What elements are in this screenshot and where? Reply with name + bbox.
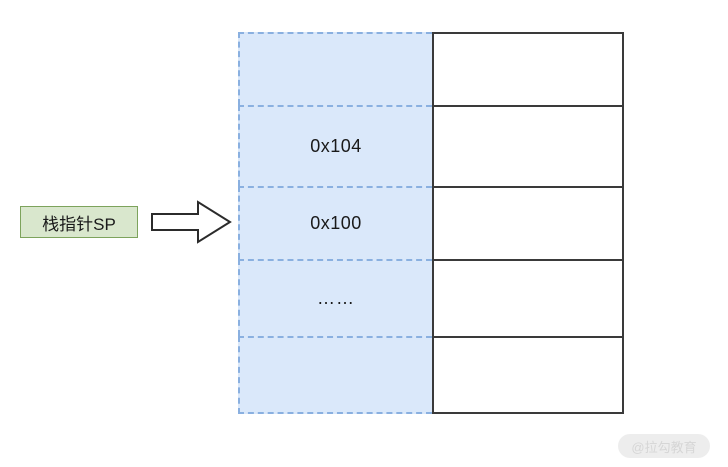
table-row: 0x100 <box>238 186 624 259</box>
address-cell: 0x104 <box>238 105 432 186</box>
value-cell <box>432 32 624 105</box>
address-cell: …… <box>238 259 432 336</box>
address-cell <box>238 32 432 105</box>
value-cell <box>432 259 624 336</box>
value-cell <box>432 186 624 259</box>
stack-pointer-label: 栈指针SP <box>20 206 138 238</box>
watermark: @拉勾教育 <box>618 434 710 458</box>
value-cell <box>432 105 624 186</box>
right-block-arrow-icon <box>150 198 232 246</box>
address-cell: 0x100 <box>238 186 432 259</box>
table-row: 0x104 <box>238 105 624 186</box>
table-row <box>238 336 624 414</box>
memory-table: 0x104 0x100 …… <box>238 32 624 414</box>
table-row <box>238 32 624 105</box>
address-cell <box>238 336 432 414</box>
table-row: …… <box>238 259 624 336</box>
value-cell <box>432 336 624 414</box>
